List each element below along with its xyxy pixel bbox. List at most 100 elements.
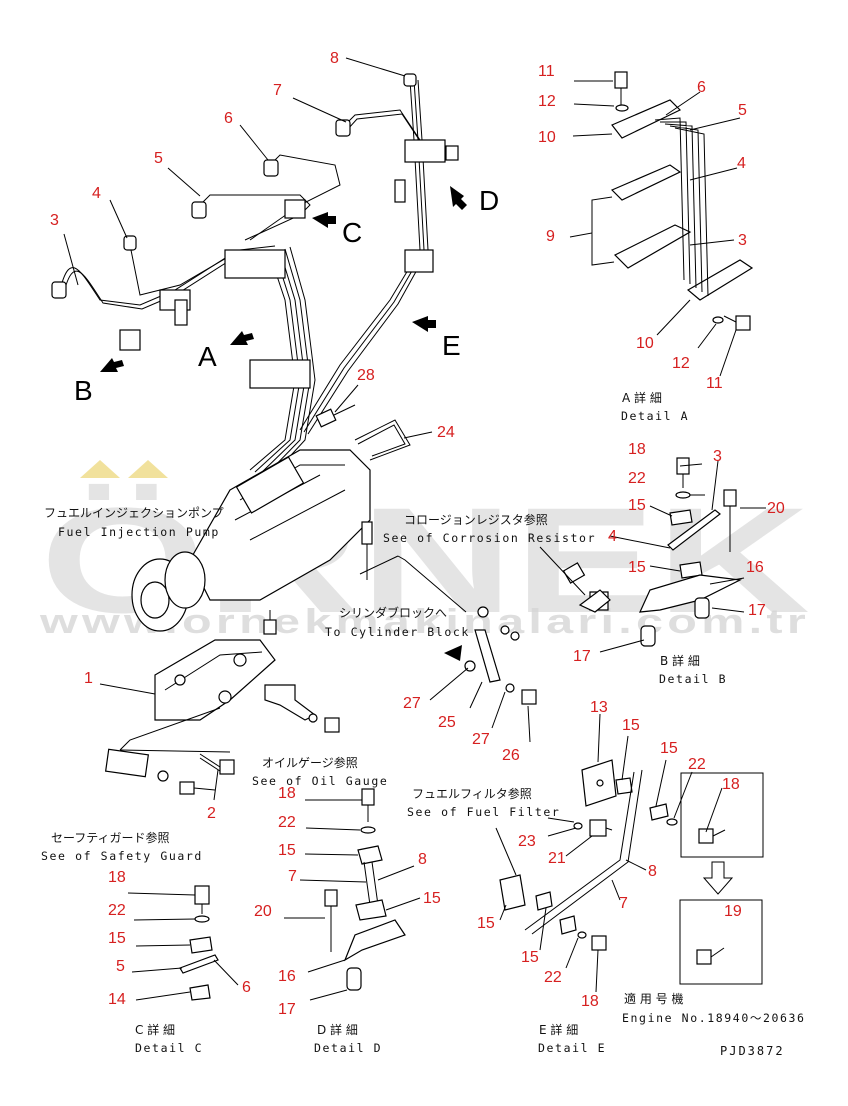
callout-c-6: 6 [242,979,251,996]
detail-e [499,759,764,985]
watermark-dot-right [128,460,168,478]
detail-d [324,788,406,991]
callout-e-22-a: 22 [688,756,706,773]
callout-e-8: 8 [648,863,657,880]
oil-gauge-label-jp: オイルゲージ参照 [262,755,358,770]
callout-c-14: 14 [108,991,126,1008]
callout-b-15-top: 15 [628,497,646,514]
fuel-pump-label-en: Fuel Injection Pump [58,525,220,539]
callout-25: 25 [438,714,456,731]
callout-3: 3 [50,212,59,229]
callout-a-3: 3 [738,232,747,249]
callout-e-7: 7 [619,895,628,912]
callout-5: 5 [154,150,163,167]
detail-e-label-jp: E 詳 細 [539,1022,578,1037]
view-letter-b: B [74,375,93,406]
callout-a-9: 9 [546,228,555,245]
watermark-dot-left [80,460,120,478]
safety-guard-label-en: See of Safety Guard [41,849,203,863]
callout-a-5: 5 [738,102,747,119]
callout-c-18: 18 [108,869,126,886]
safety-guard-label-jp: セーフティガード参照 [51,830,170,845]
engine-number: Engine No.18940～20636 [622,1011,806,1025]
callout-b-16: 16 [746,559,764,576]
callout-d-22: 22 [278,814,296,831]
view-letter-c: C [342,217,362,248]
callout-d-7: 7 [288,868,297,885]
detail-b-label-jp: B 詳 細 [660,653,700,668]
view-arrows [100,186,734,895]
fuel-filter-label-en: See of Fuel Filter [407,805,560,819]
callout-8: 8 [330,50,339,67]
callout-e-18-a: 18 [722,776,740,793]
detail-b-label-en: Detail B [659,672,727,686]
text-labels: フュエルインジェクションポンプ Fuel Injection Pump コロージ… [41,390,806,1058]
cylinder-label-jp: シリンダブロックへ [339,605,447,620]
callout-28: 28 [357,367,375,384]
cylinder-block-arrow-icon [444,645,462,661]
callout-d-20: 20 [254,903,272,920]
callout-d-17: 17 [278,1001,296,1018]
callout-d-18: 18 [278,785,296,802]
callout-1: 1 [84,670,93,687]
callout-e-15-a: 15 [622,717,640,734]
callout-6: 6 [224,110,233,127]
arrow-b-icon [100,358,124,372]
callout-e-13: 13 [590,699,608,716]
callout-27b: 27 [472,731,490,748]
callout-e-15-b: 15 [660,740,678,757]
drawing-code: PJD3872 [720,1044,785,1058]
applicable-label-jp: 適 用 号 機 [624,991,683,1006]
detail-c-label-jp: C 詳 細 [135,1022,175,1037]
corrosion-label-en: See of Corrosion Resistor [383,531,596,545]
detail-a-label-en: Detail A [621,409,689,423]
callout-e-19: 19 [724,903,742,920]
callout-c-15: 15 [108,930,126,947]
detail-b [578,457,743,647]
arrow-a-icon [230,331,254,345]
callout-d-16: 16 [278,968,296,985]
callout-b-20: 20 [767,500,785,517]
callout-b-15-bottom: 15 [628,559,646,576]
fuel-pump-label-jp: フュエルインジェクションポンプ [44,506,224,520]
callout-d-15-bottom: 15 [423,890,441,907]
callout-2: 2 [207,805,216,822]
callout-d-8: 8 [418,851,427,868]
callout-a-11-top: 11 [538,63,555,80]
callout-a-6: 6 [697,79,706,96]
callout-26: 26 [502,747,520,764]
callout-e-23: 23 [518,833,536,850]
callout-a-12-top: 12 [538,93,556,110]
callout-e-22-b: 22 [544,969,562,986]
callout-e-15-d: 15 [521,949,539,966]
callout-b-4: 4 [608,528,617,545]
arrow-d-icon [450,186,467,210]
fuel-filter-label-jp: フュエルフィルタ参照 [412,786,532,801]
detail-c-label-en: Detail C [135,1041,203,1055]
cylinder-label-en: To Cylinder Block [325,625,470,639]
arrow-c-icon [312,212,336,228]
callout-b-17-left: 17 [573,648,591,665]
detail-a [610,71,754,331]
detail-a-label-jp: A 詳 細 [622,390,662,405]
leader-lines [63,57,766,1001]
detail-d-label-jp: D 詳 細 [317,1022,358,1037]
main-assembly [51,73,609,795]
callout-b-17-right: 17 [748,602,766,619]
callout-24: 24 [437,424,455,441]
view-letter-a: A [198,341,217,372]
corrosion-label-jp: コロージョンレジスタ参照 [404,512,548,527]
detail-d-label-en: Detail D [314,1041,382,1055]
callout-4: 4 [92,185,101,202]
view-letter-d: D [479,185,499,216]
detail-c [179,885,219,1001]
detail-e-label-en: Detail E [538,1041,606,1055]
callout-b-22: 22 [628,470,646,487]
callout-a-11-bottom: 11 [706,375,723,392]
view-letters: A B C D E [74,185,499,406]
callout-27a: 27 [403,695,421,712]
callout-e-18-b: 18 [581,993,599,1010]
arrow-e-icon [412,316,436,332]
callout-b-3: 3 [713,448,722,465]
